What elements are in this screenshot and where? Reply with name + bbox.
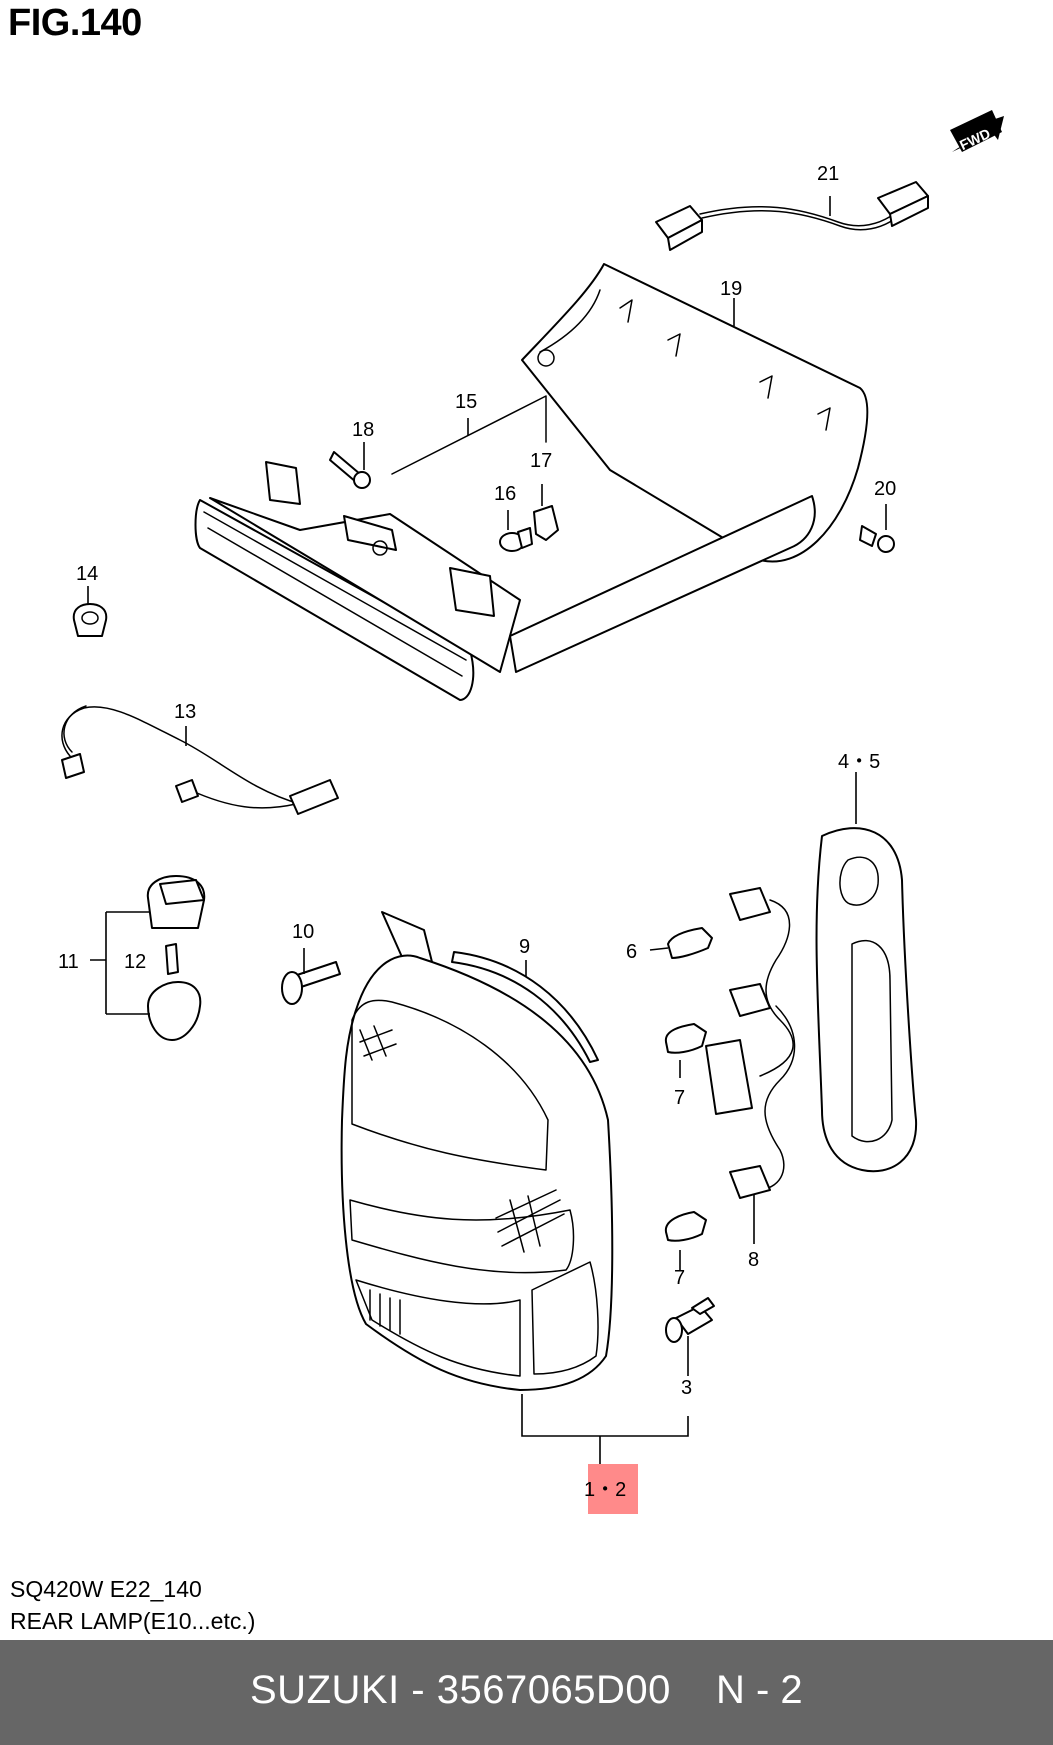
callout-18[interactable]: 18 (352, 419, 374, 441)
callout-15[interactable]: 15 (455, 391, 477, 413)
part-18-screw (329, 451, 371, 489)
part-17-socket (533, 505, 559, 541)
part-3-clip (665, 1297, 715, 1343)
footer-part-number: SUZUKI - 3567065D00 (250, 1668, 671, 1712)
callout-17[interactable]: 17 (530, 450, 552, 472)
part-13-wire-harness (61, 705, 339, 815)
figure-title: FIG.140 (8, 2, 142, 44)
part-16-bulb (499, 527, 533, 552)
callout-12[interactable]: 12 (124, 951, 146, 973)
part-6-bulb (667, 927, 713, 959)
part-8-socket-harness (705, 887, 796, 1199)
part-1-2-rear-lamp (340, 911, 614, 1391)
part-9-gasket (451, 951, 599, 1063)
model-code: SQ420W E22_140 (10, 1576, 202, 1602)
part-20-clip (859, 525, 895, 553)
callout-10[interactable]: 10 (292, 921, 314, 943)
callout-7-upper[interactable]: 7 (674, 1087, 685, 1109)
callout-20[interactable]: 20 (874, 478, 896, 500)
parts-diagram: FWD (58, 110, 1004, 1514)
part-21-harness (655, 181, 929, 251)
footer-page-number: N - 2 (716, 1668, 803, 1712)
callout-13[interactable]: 13 (174, 701, 196, 723)
part-19-cover (521, 263, 869, 563)
page-description: REAR LAMP(E10...etc.) (10, 1608, 256, 1634)
callout-19[interactable]: 19 (720, 278, 742, 300)
part-10-screw (281, 961, 341, 1005)
part-7-bulb-a (664, 1023, 707, 1054)
part-7-bulb-b (664, 1211, 707, 1242)
callout-6[interactable]: 6 (626, 941, 637, 963)
callout-8[interactable]: 8 (748, 1249, 759, 1271)
fwd-arrow-icon: FWD (950, 110, 1004, 153)
part-14-grommet (72, 603, 108, 637)
callout-9[interactable]: 9 (519, 936, 530, 958)
callout-highlight (588, 1464, 638, 1514)
part-11-socket-assembly (146, 875, 206, 1041)
leader-lines (87, 196, 887, 1466)
callout-1-2[interactable]: 1・2 (584, 1479, 626, 1501)
callout-14[interactable]: 14 (76, 563, 98, 585)
callout-16[interactable]: 16 (494, 483, 516, 505)
part-4-5-gasket (815, 827, 918, 1173)
part-15-lamp-body (194, 395, 816, 701)
callout-11[interactable]: 11 (58, 951, 79, 973)
callout-4-5[interactable]: 4・5 (838, 751, 880, 773)
callout-3[interactable]: 3 (681, 1377, 692, 1399)
callout-7-lower[interactable]: 7 (674, 1267, 685, 1289)
footer-bar: SUZUKI - 3567065D00 N - 2 (0, 1640, 1053, 1745)
callout-21[interactable]: 21 (817, 163, 839, 185)
